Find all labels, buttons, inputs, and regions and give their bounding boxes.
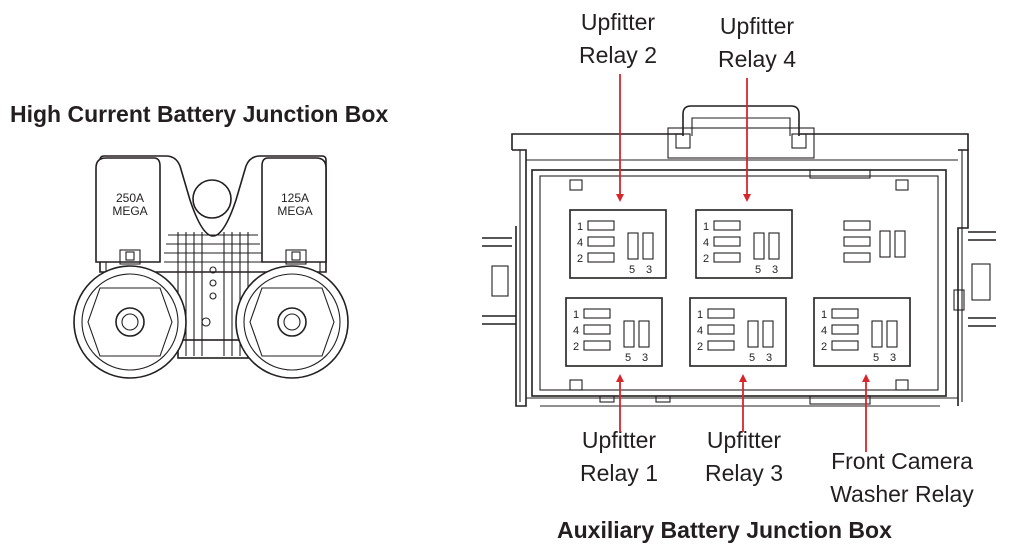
svg-text:1: 1 [697,309,703,321]
fuse-type-125a: MEGA [277,204,312,218]
fuse-rating-125a: 125A [281,191,309,205]
svg-text:5: 5 [629,264,635,276]
auxiliary-junction-box [482,105,996,407]
fuse-rating-250a: 250A [116,191,144,205]
terminal-right [235,265,349,379]
fuse-type-250a: MEGA [112,204,147,218]
svg-text:2: 2 [577,253,583,265]
svg-text:4: 4 [821,325,827,337]
svg-text:2: 2 [821,341,827,353]
high-current-junction-box: 250A MEGA 125A MEGA [73,155,349,379]
svg-text:4: 4 [697,325,703,337]
svg-text:5: 5 [873,352,879,364]
svg-text:1: 1 [577,221,583,233]
auxiliary-box-title: Auxiliary Battery Junction Box [557,517,892,543]
svg-text:1: 1 [821,309,827,321]
svg-text:4: 4 [577,237,583,249]
fuse-cover-250a [95,157,161,263]
svg-text:2: 2 [573,341,579,353]
fuse-cover-125a [261,157,327,263]
svg-text:2: 2 [703,253,709,265]
svg-text:1: 1 [573,309,579,321]
relay-slot-unlabeled [843,220,906,263]
svg-text:4: 4 [703,237,709,249]
callout-arrows [616,74,870,452]
center-bolt-hole [192,179,232,219]
svg-text:3: 3 [646,264,652,276]
svg-text:3: 3 [772,264,778,276]
svg-text:1: 1 [703,221,709,233]
svg-text:2: 2 [697,341,703,353]
svg-text:5: 5 [625,352,631,364]
terminal-left [73,265,187,379]
svg-text:3: 3 [890,352,896,364]
svg-text:5: 5 [749,352,755,364]
svg-text:3: 3 [642,352,648,364]
svg-text:3: 3 [766,352,772,364]
svg-text:4: 4 [573,325,579,337]
high-current-box-title: High Current Battery Junction Box [10,101,389,127]
svg-text:5: 5 [755,264,761,276]
